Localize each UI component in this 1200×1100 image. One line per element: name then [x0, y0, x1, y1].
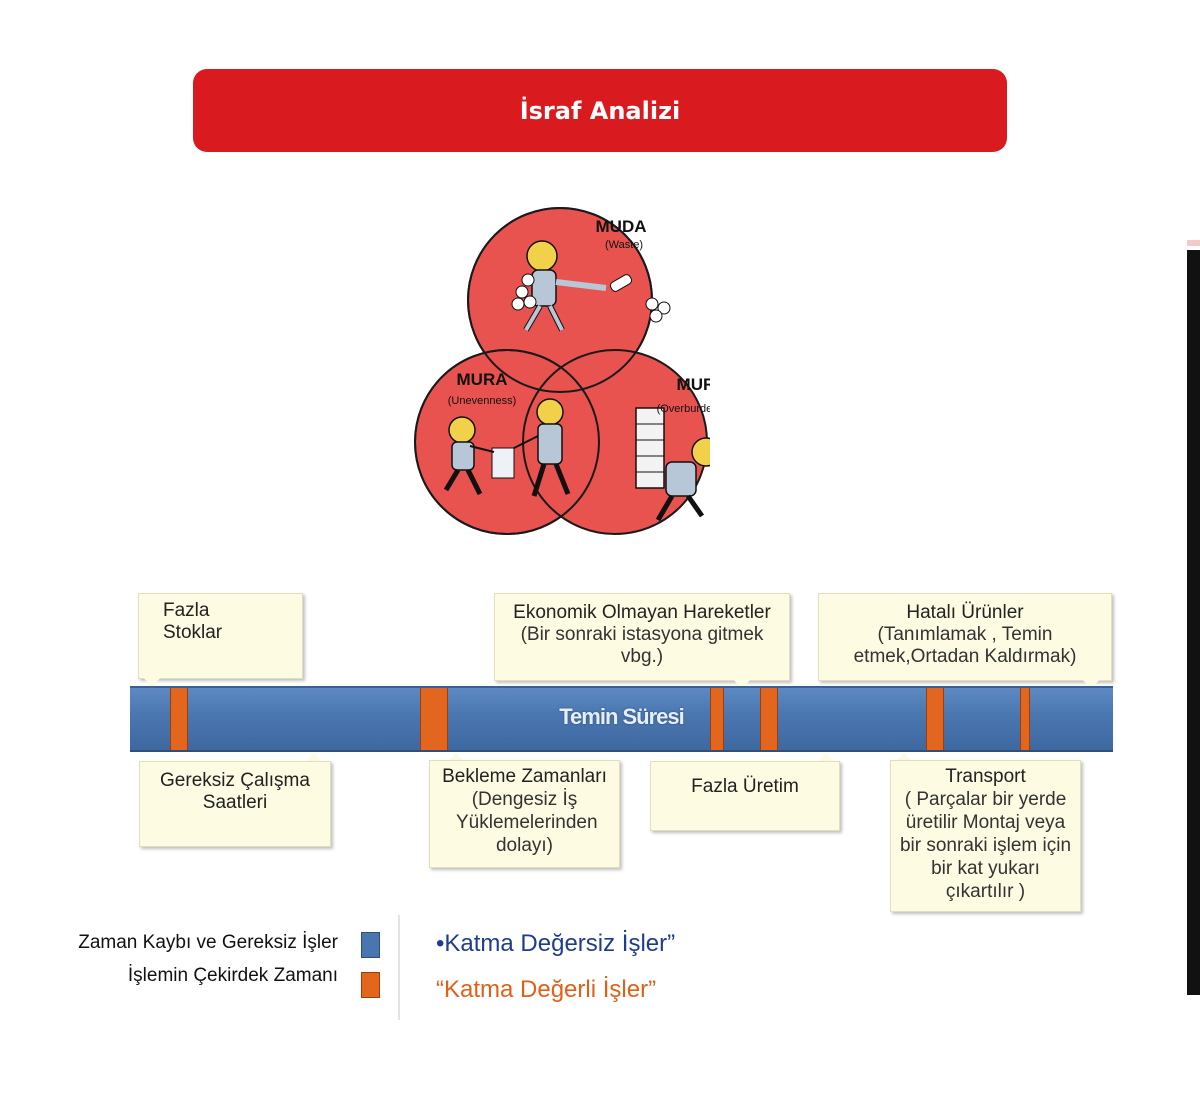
note-title: Fazla Üretim	[691, 776, 799, 797]
note-title: Ekonomik Olmayan Hareketler	[513, 602, 771, 623]
note-body: (Dengesiz İş Yüklemelerinden dolayı)	[456, 789, 598, 856]
edge-bar	[1187, 250, 1200, 995]
page-title: İsraf Analizi	[519, 96, 681, 125]
note-pointer	[144, 678, 160, 688]
note-pointer	[1083, 680, 1099, 690]
note-title: Bekleme Zamanları	[442, 766, 607, 787]
core-time-segment	[170, 688, 188, 750]
legend-label-core: İşlemin Çekirdek Zamanı	[127, 965, 338, 986]
legend-swatch-orange	[361, 972, 380, 998]
legend-divider	[398, 915, 400, 1020]
core-time-segment	[926, 688, 944, 750]
mura-subtitle: (Unevenness)	[448, 395, 516, 407]
muri-worker-illustration	[635, 407, 710, 522]
note-pointer	[448, 752, 464, 762]
muri-title: MURI	[677, 375, 710, 394]
note-gereksiz-calisma-saatleri: Gereksiz Çalışma Saatleri	[139, 761, 331, 847]
legend-swatch-blue	[361, 932, 380, 958]
note-ekonomik-olmayan-hareketler: Ekonomik Olmayan Hareketler (Bir sonraki…	[494, 593, 790, 681]
title-banner: İsraf Analizi	[193, 69, 1007, 152]
note-body: (Bir sonraki istasyona gitmek vbg.)	[520, 624, 764, 667]
mura-workers-illustration	[443, 398, 571, 497]
note-fazla-uretim: Fazla Üretim	[650, 761, 840, 831]
note-pointer	[734, 680, 750, 690]
muda-subtitle: (Waste)	[605, 239, 643, 251]
non-value-added-label: •Katma Değersiz İşler”	[436, 930, 676, 957]
core-time-segment	[1020, 688, 1030, 750]
lead-time-label: Temin Süresi	[559, 704, 685, 729]
note-title: Fazla Stoklar	[163, 600, 223, 643]
note-fazla-stoklar: Fazla Stoklar	[138, 593, 303, 679]
note-title: Hatalı Ürünler	[906, 602, 1024, 623]
note-body: (Tanımlamak , Temin etmek,Ortadan Kaldır…	[853, 624, 1077, 667]
core-time-segment	[760, 688, 778, 750]
note-hatali-urunler: Hatalı Ürünler (Tanımlamak , Temin etmek…	[818, 593, 1112, 681]
lead-time-bar: Temin Süresi	[130, 686, 1113, 752]
note-title: Gereksiz Çalışma Saatleri	[160, 770, 310, 813]
muda-worker-illustration	[511, 240, 671, 332]
waste-venn-diagram: MUDA (Waste) MURA (Unevenness) MURI (Ove…	[414, 207, 710, 535]
note-title: Transport	[945, 766, 1026, 787]
note-transport: Transport ( Parçalar bir yerde üretilir …	[890, 760, 1081, 912]
note-pointer	[896, 752, 912, 762]
core-time-segment	[420, 688, 448, 750]
note-body: ( Parçalar bir yerde üretilir Montaj vey…	[899, 789, 1072, 902]
muda-title: MUDA	[596, 217, 647, 236]
value-added-label: “Katma Değerli İşler”	[436, 976, 657, 1003]
core-time-segment	[710, 688, 724, 750]
note-pointer	[818, 752, 834, 762]
note-pointer	[306, 752, 322, 762]
muri-subtitle: (Overburden)	[657, 403, 710, 415]
edge-accent	[1187, 240, 1200, 246]
mura-title: MURA	[457, 370, 508, 389]
legend-label-waste: Zaman Kaybı ve Gereksiz İşler	[78, 932, 338, 953]
note-bekleme-zamanlari: Bekleme Zamanları (Dengesiz İş Yüklemele…	[429, 760, 620, 868]
